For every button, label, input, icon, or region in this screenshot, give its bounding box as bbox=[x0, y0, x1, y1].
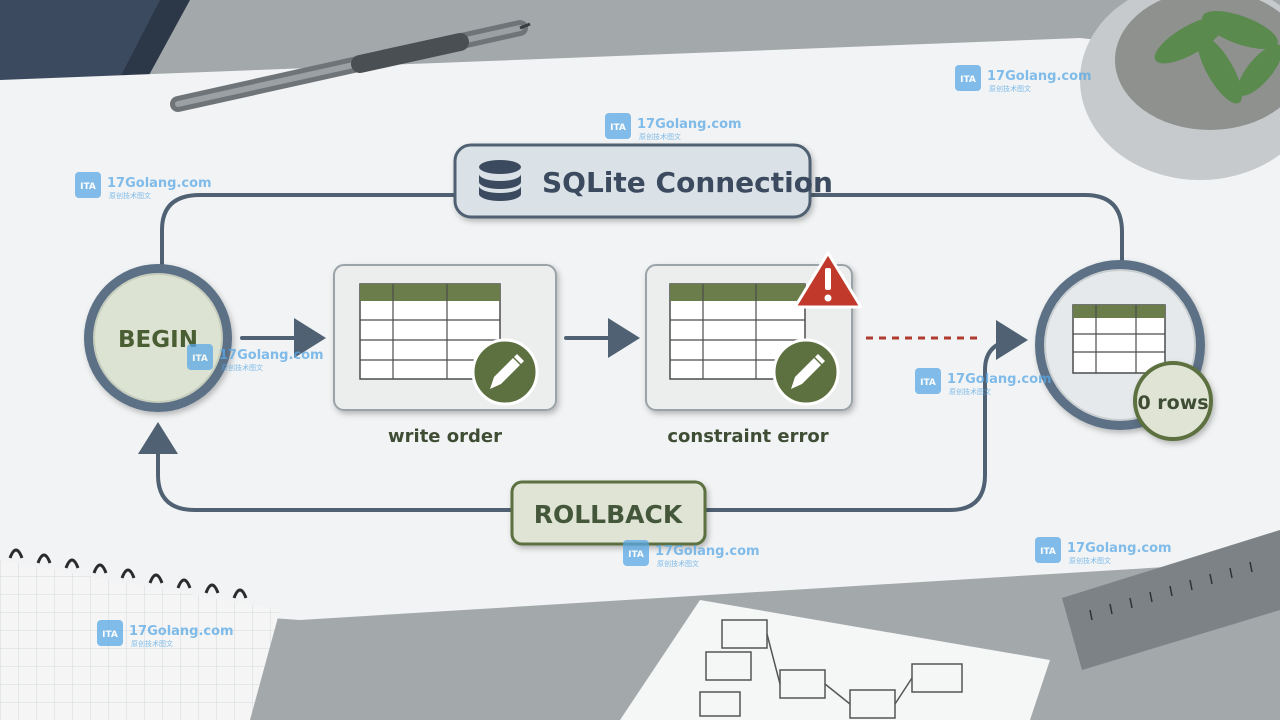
schematic-sheet-prop bbox=[620, 600, 1050, 720]
watermark-logo-glyph: ITA bbox=[80, 182, 96, 192]
watermark: ITA 17Golang.com 原创技术图文 bbox=[97, 620, 234, 648]
brand-logo-icon bbox=[955, 65, 981, 91]
watermark-subtitle: 原创技术图文 bbox=[1069, 556, 1111, 565]
rollback-return-line bbox=[138, 422, 514, 512]
watermark-subtitle: 原创技术图文 bbox=[221, 363, 263, 372]
zero-rows-badge bbox=[1133, 361, 1213, 441]
ruler-prop bbox=[1062, 530, 1280, 670]
constraint-error-label: constraint error bbox=[667, 426, 828, 447]
brand-logo-icon bbox=[75, 172, 101, 198]
pencil-icon bbox=[471, 338, 539, 406]
watermark-logo-glyph: ITA bbox=[920, 378, 936, 388]
plant-pot-prop bbox=[1080, 0, 1280, 180]
pencil-icon-error bbox=[772, 338, 840, 406]
notepad-prop bbox=[0, 548, 280, 720]
rollback-box bbox=[510, 480, 707, 546]
watermark: ITA 17Golang.com 原创技术图文 bbox=[623, 540, 760, 568]
watermark: ITA 17Golang.com 原创技术图文 bbox=[955, 65, 1092, 93]
brand-logo-icon bbox=[97, 620, 123, 646]
watermark-brand: 17Golang.com bbox=[1067, 541, 1172, 556]
watermark-subtitle: 原创技术图文 bbox=[639, 132, 681, 141]
warning-triangle-icon bbox=[793, 251, 863, 309]
watermark-brand: 17Golang.com bbox=[637, 117, 742, 132]
brand-logo-icon bbox=[605, 113, 631, 139]
sqlite-connection-box bbox=[453, 143, 812, 219]
brand-logo-icon bbox=[623, 540, 649, 566]
paper-sheet bbox=[0, 38, 1280, 620]
pen-prop bbox=[170, 20, 531, 112]
watermark-brand: 17Golang.com bbox=[655, 544, 760, 559]
watermark-logo-glyph: ITA bbox=[628, 550, 644, 560]
watermark: ITA 17Golang.com 原创技术图文 bbox=[1035, 537, 1172, 565]
watermark-logo-glyph: ITA bbox=[610, 123, 626, 133]
watermark-brand: 17Golang.com bbox=[129, 624, 234, 639]
watermark-brand: 17Golang.com bbox=[947, 372, 1052, 387]
watermark: ITA 17Golang.com 原创技术图文 bbox=[915, 368, 1052, 396]
brand-logo-icon bbox=[1035, 537, 1061, 563]
begin-label: BEGIN bbox=[118, 327, 198, 353]
rollback-to-result-line bbox=[704, 320, 1028, 512]
watermark-brand: 17Golang.com bbox=[107, 176, 212, 191]
begin-node bbox=[84, 264, 232, 412]
zero-rows-text: 0 rows bbox=[1137, 392, 1208, 414]
watermarks: ITA 17Golang.com 原创技术图文 ITA 17Golang.com… bbox=[75, 65, 1172, 648]
watermark-logo-glyph: ITA bbox=[192, 354, 208, 364]
brand-logo-icon bbox=[187, 344, 213, 370]
watermark: ITA 17Golang.com 原创技术图文 bbox=[75, 172, 212, 200]
zero-rows-label: 0 rows bbox=[1137, 392, 1208, 414]
watermark-brand: 17Golang.com bbox=[987, 69, 1092, 84]
connection-loop-line-right bbox=[808, 193, 1124, 264]
watermark: ITA 17Golang.com 原创技术图文 bbox=[605, 113, 742, 141]
connection-loop-line bbox=[160, 193, 460, 267]
sqlite-connection-label: SQLite Connection bbox=[542, 166, 833, 199]
watermark: ITA 17Golang.com 原创技术图文 bbox=[187, 344, 324, 372]
flow-lines bbox=[138, 193, 1124, 512]
watermark-subtitle: 原创技术图文 bbox=[657, 559, 699, 568]
watermark-brand: 17Golang.com bbox=[219, 348, 324, 363]
rollback-label: ROLLBACK bbox=[534, 500, 684, 529]
write-order-label: write order bbox=[388, 426, 502, 447]
brand-logo-icon bbox=[915, 368, 941, 394]
watermark-subtitle: 原创技术图文 bbox=[989, 84, 1031, 93]
watermark-subtitle: 原创技术图文 bbox=[949, 387, 991, 396]
database-icon bbox=[479, 160, 521, 201]
watermark-logo-glyph: ITA bbox=[102, 630, 118, 640]
watermark-logo-glyph: ITA bbox=[960, 75, 976, 85]
watermark-subtitle: 原创技术图文 bbox=[109, 191, 151, 200]
result-table-icon bbox=[1072, 304, 1166, 374]
watermark-subtitle: 原创技术图文 bbox=[131, 639, 173, 648]
watermark-logo-glyph: ITA bbox=[1040, 547, 1056, 557]
